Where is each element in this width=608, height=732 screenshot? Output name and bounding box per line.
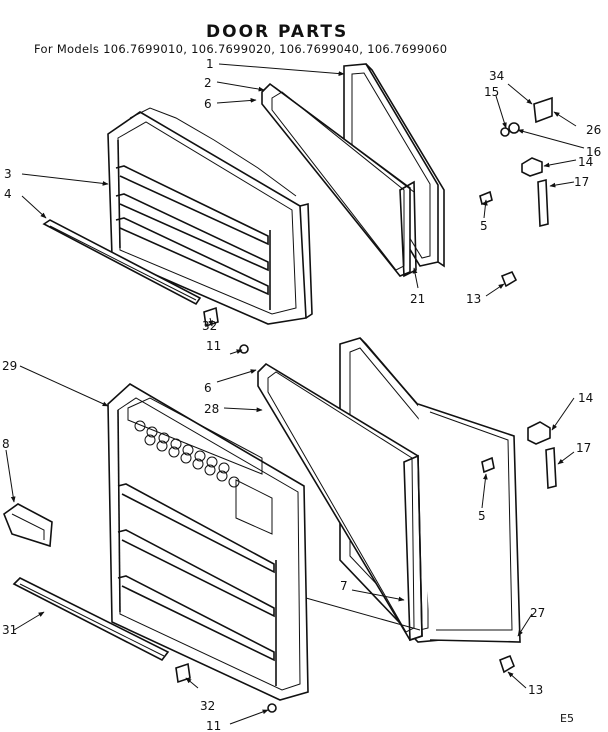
callout-13b: 13 <box>528 683 543 697</box>
callout-5b: 5 <box>478 509 486 523</box>
callout-27: 27 <box>530 606 545 620</box>
upper-hardware <box>203 96 553 354</box>
callout-28: 28 <box>204 402 219 416</box>
upper-door-panel <box>107 107 313 325</box>
dairy-door-part <box>3 503 53 548</box>
leader-lines <box>5 63 585 725</box>
callout-31: 31 <box>2 623 17 637</box>
callout-1: 1 <box>206 57 214 71</box>
callout-17: 17 <box>574 175 589 189</box>
callout-34: 34 <box>489 69 504 83</box>
callout-32b: 32 <box>200 699 215 713</box>
callout-8: 8 <box>2 437 10 451</box>
callout-6b: 6 <box>204 381 212 395</box>
callout-2: 2 <box>204 76 212 90</box>
callout-labels: 1 2 6 34 15 26 16 3 4 14 17 5 21 13 32 1… <box>2 57 601 732</box>
callout-5: 5 <box>480 219 488 233</box>
diagram-title: DOOR PARTS <box>206 22 349 42</box>
callout-3: 3 <box>4 167 12 181</box>
callout-32: 32 <box>202 319 217 333</box>
egg-tray-holes <box>134 420 240 488</box>
callout-6: 6 <box>204 97 212 111</box>
upper-shelf-bar <box>42 219 202 306</box>
lower-hardware <box>175 421 557 713</box>
callout-17b: 17 <box>576 441 591 455</box>
callout-4: 4 <box>4 187 12 201</box>
callout-15: 15 <box>484 85 499 99</box>
callout-11b: 11 <box>206 719 221 732</box>
callout-29: 29 <box>2 359 17 373</box>
callout-21: 21 <box>410 292 425 306</box>
callout-11: 11 <box>206 339 221 353</box>
callout-14b: 14 <box>578 391 593 405</box>
callout-26: 26 <box>586 123 601 137</box>
lower-shelf-bar <box>12 577 170 662</box>
lower-door-panel <box>107 383 309 701</box>
callout-14: 14 <box>578 155 593 169</box>
callout-7: 7 <box>340 579 348 593</box>
models-subtitle: For Models 106.7699010, 106.7699020, 106… <box>34 42 448 56</box>
page-code: E5 <box>560 712 574 725</box>
callout-16: 16 <box>586 145 601 159</box>
lower-liner-frame <box>257 362 423 642</box>
callout-13: 13 <box>466 292 481 306</box>
